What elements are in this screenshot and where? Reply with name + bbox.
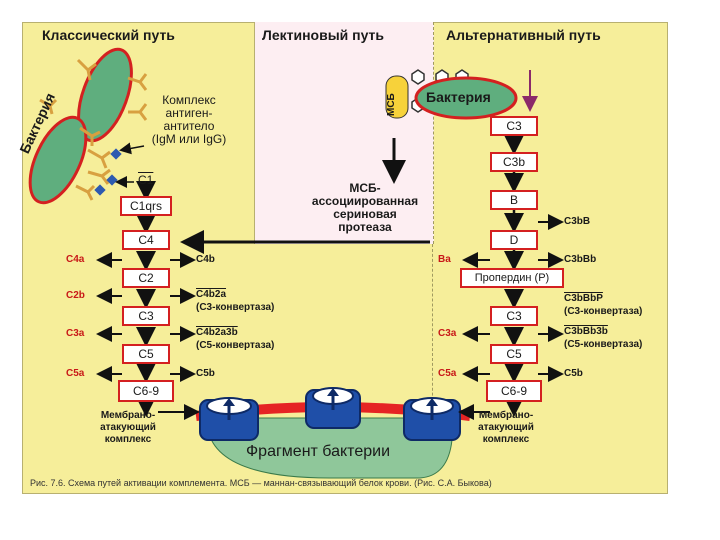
lectin-protease-label: МСБ- ассоциированная сериновая протеаза	[300, 182, 430, 234]
label-arrows	[115, 142, 145, 188]
classic-side-arrows	[96, 252, 196, 382]
box-c4: C4	[122, 230, 170, 250]
box-c3-alternative: C3	[490, 306, 538, 326]
label-c4b2a3b: C4b2a3b	[196, 327, 238, 338]
label-c5a-alternative: C5a	[438, 368, 457, 379]
header-alternative: Альтернативный путь	[446, 27, 601, 43]
alternative-divider	[432, 244, 433, 470]
box-b: B	[490, 190, 538, 210]
complex-label-line-2: антиген-	[165, 106, 213, 120]
label-c3-convertase-alternative: (C3-конвертаза)	[564, 306, 643, 317]
alternative-mac-line-3: комплекс	[482, 434, 530, 445]
header-lectin: Лектиновый путь	[262, 27, 385, 43]
label-c5b-classic: C5b	[196, 368, 215, 379]
alternative-bacteria-label: Бактерия	[426, 89, 491, 105]
classic-mac-line-1: Мембрано-	[100, 410, 156, 421]
box-c5-classic: C5	[122, 344, 170, 364]
classic-mac-line-2: атакующий	[100, 422, 156, 433]
alternative-mac-label: Мембрано- атакующий комплекс	[466, 410, 546, 446]
alternative-mac-line-1: Мембрано-	[478, 410, 534, 421]
box-c1qrs: C1qrs	[120, 196, 172, 216]
c1-label: C1	[138, 173, 154, 187]
alternative-bacteria	[414, 76, 518, 120]
header-classic: Классический путь	[42, 27, 175, 43]
bacterial-fragment	[207, 417, 453, 479]
label-c2b: C2b	[66, 290, 85, 301]
label-c4a: C4a	[66, 254, 85, 265]
label-c5b-alternative: C5b	[564, 368, 583, 379]
label-c3a-alternative: C3a	[438, 328, 457, 339]
label-c4b: C4b	[196, 254, 215, 265]
complex-label-line-4: (IgM или IgG)	[151, 132, 227, 146]
mac-pore-icons	[199, 387, 461, 441]
label-c5a-classic: C5a	[66, 368, 85, 379]
fragment-label: Фрагмент бактерии	[246, 443, 390, 460]
classic-bacteria-bottom	[28, 115, 88, 205]
antibody-icons	[39, 58, 148, 201]
lectin-text-line-1: МСБ-	[349, 181, 381, 195]
label-c3a-classic: C3a	[66, 328, 85, 339]
label-c5-convertase-alternative: (C5-конвертаза)	[564, 339, 643, 350]
box-c69-classic: C6-9	[118, 380, 174, 402]
label-ba: Ba	[438, 254, 451, 265]
alternative-mac-line-2: атакующий	[478, 422, 534, 433]
classic-mac-line-3: комплекс	[104, 434, 152, 445]
box-c3-top: C3	[490, 116, 538, 136]
complex-label-line-3: антитело	[163, 119, 215, 133]
complex-label-line-1: Комплекс	[162, 93, 216, 107]
label-c3bbb3b: C3bBb3b	[564, 326, 608, 337]
box-c2: C2	[122, 268, 170, 288]
classic-bacteria-top	[77, 47, 133, 143]
label-c3bbb: C3bBb	[564, 254, 597, 265]
label-c5-convertase-classic: (C5-конвертаза)	[196, 340, 275, 351]
alternative-side-arrows	[462, 214, 564, 382]
lectin-text-line-3: сериновая	[333, 207, 397, 221]
lectin-text-line-4: протеаза	[338, 220, 392, 234]
label-c3-convertase-classic: (C3-конвертаза)	[196, 302, 275, 313]
box-c5-alternative: C5	[490, 344, 538, 364]
box-c3-classic: C3	[122, 306, 170, 326]
complex-label: Комплекс антиген- антитело (IgM или IgG)	[144, 94, 234, 146]
label-c3bb: C3bB	[564, 216, 591, 227]
figure-caption: Рис. 7.6. Схема путей активации комплеме…	[30, 478, 492, 488]
box-c3b: C3b	[490, 152, 538, 172]
msb-label: МСБ	[386, 93, 397, 116]
lectin-msb-molecule	[385, 75, 409, 119]
box-d: D	[490, 230, 538, 250]
lectin-text-line-2: ассоциированная	[311, 194, 419, 208]
label-c3bbbp: C3bBbP	[564, 293, 603, 304]
label-c4b2a: C4b2a	[196, 289, 227, 300]
box-properdin: Пропердин (P)	[460, 268, 564, 288]
classic-mac-label: Мембрано- атакующий комплекс	[88, 410, 168, 446]
box-c69-alternative: C6-9	[486, 380, 542, 402]
lectin-panel	[254, 22, 434, 244]
